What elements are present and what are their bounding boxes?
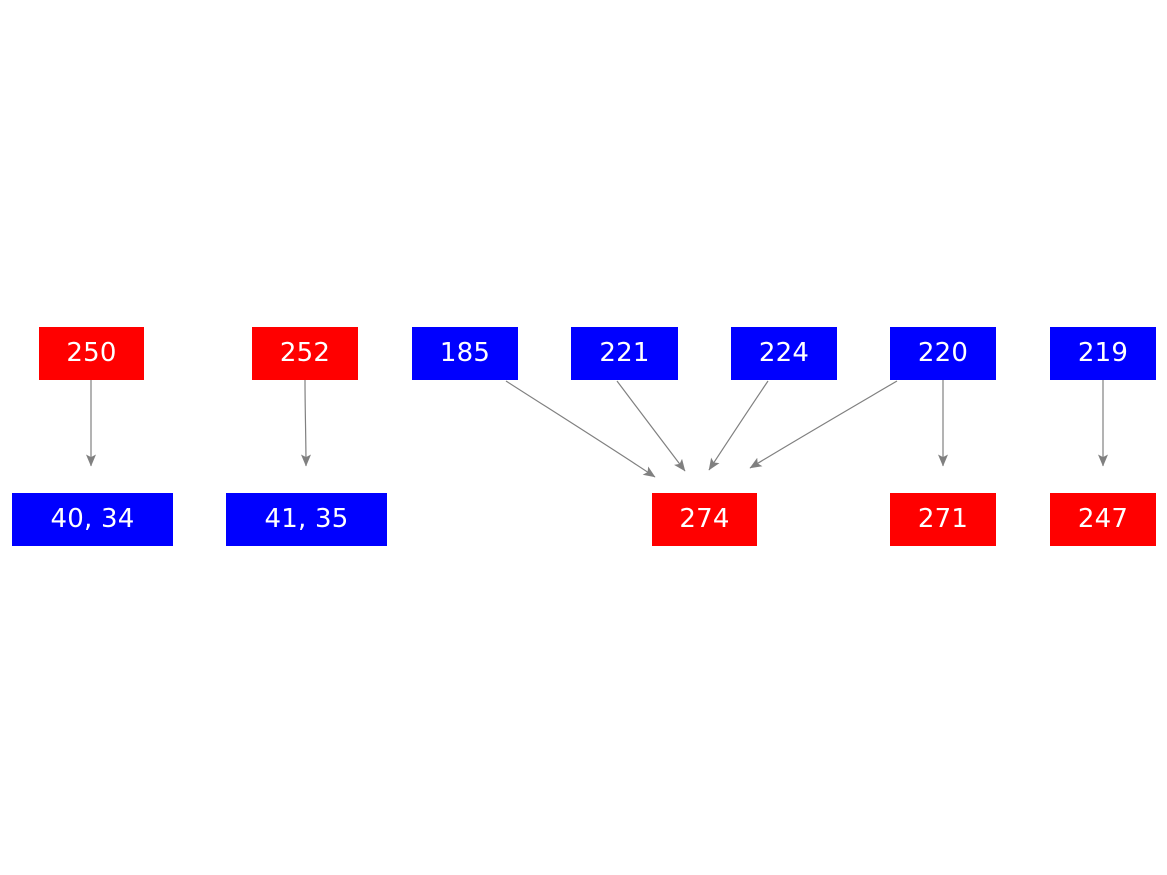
- node-219[interactable]: 219: [1050, 327, 1156, 380]
- node-224[interactable]: 224: [731, 327, 837, 380]
- edge-224-to-274: [708, 380, 769, 471]
- node-label: 185: [439, 337, 491, 368]
- node-label: 247: [1077, 503, 1129, 534]
- node-label: 220: [917, 337, 969, 368]
- edge-185-to-274: [505, 380, 656, 478]
- node-label: 221: [599, 337, 650, 368]
- node-271[interactable]: 271: [890, 493, 996, 546]
- node-220[interactable]: 220: [890, 327, 996, 380]
- node-label: 219: [1077, 337, 1129, 368]
- edge-group: [86, 379, 1108, 478]
- node-label: 250: [66, 337, 117, 368]
- node-250[interactable]: 250: [39, 327, 144, 380]
- node-274[interactable]: 274: [652, 493, 757, 546]
- node-247[interactable]: 247: [1050, 493, 1156, 546]
- edge-220-to-274: [749, 380, 898, 469]
- node-label: 224: [758, 337, 810, 368]
- node-label: 271: [917, 503, 969, 534]
- node-41-35[interactable]: 41, 35: [226, 493, 387, 546]
- node-252[interactable]: 252: [252, 327, 358, 380]
- node-185[interactable]: 185: [412, 327, 518, 380]
- node-label: 41, 35: [264, 503, 349, 534]
- node-label: 274: [679, 503, 730, 534]
- edge-221-to-274: [616, 380, 686, 472]
- node-label: 252: [279, 337, 331, 368]
- edge-252-to-41-35: [300, 379, 311, 467]
- node-221[interactable]: 221: [571, 327, 678, 380]
- node-label: 40, 34: [50, 503, 135, 534]
- node-40-34[interactable]: 40, 34: [12, 493, 173, 546]
